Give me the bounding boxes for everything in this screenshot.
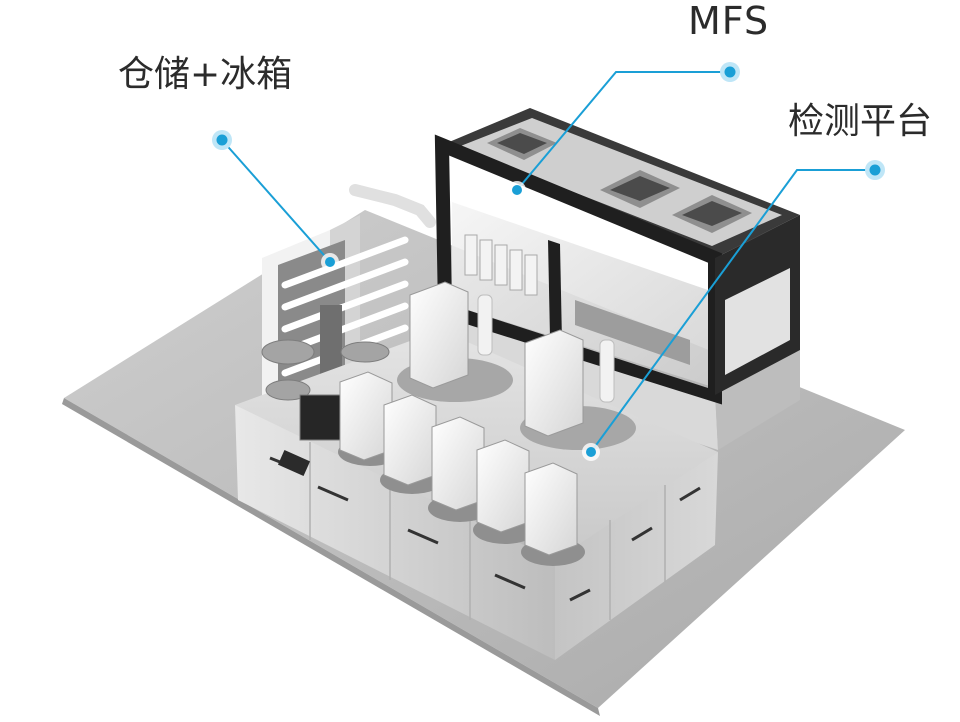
mfs-divider bbox=[548, 240, 562, 342]
front-instruments bbox=[338, 371, 585, 566]
bench-panel-seams bbox=[309, 442, 666, 620]
robot-arm bbox=[349, 184, 436, 228]
detection-platform-label: 检测平台 bbox=[788, 101, 933, 142]
bench-display bbox=[277, 449, 311, 477]
sample-trays bbox=[261, 339, 390, 441]
bench-front bbox=[235, 405, 555, 660]
detection-leader-line bbox=[590, 169, 875, 453]
bench-side bbox=[555, 452, 718, 660]
callout-dots bbox=[212, 62, 885, 461]
floor-edge bbox=[62, 398, 600, 716]
mfs-label: MFS bbox=[688, 0, 770, 43]
storage-leader-line bbox=[221, 139, 331, 263]
mfs-side-window bbox=[725, 268, 790, 375]
mfs-top-modules bbox=[487, 128, 752, 233]
mfs-tray bbox=[575, 300, 690, 365]
callouts bbox=[221, 71, 875, 453]
storage-fridge-label: 仓储+冰箱 bbox=[118, 54, 293, 95]
tube-racks bbox=[464, 234, 538, 296]
upper-instruments bbox=[397, 281, 636, 450]
instrument-5 bbox=[521, 462, 585, 566]
mfs-base-side bbox=[715, 345, 800, 450]
bench-handles bbox=[269, 456, 701, 602]
mfs-leader-line bbox=[516, 71, 730, 191]
instrument-2 bbox=[380, 394, 444, 494]
